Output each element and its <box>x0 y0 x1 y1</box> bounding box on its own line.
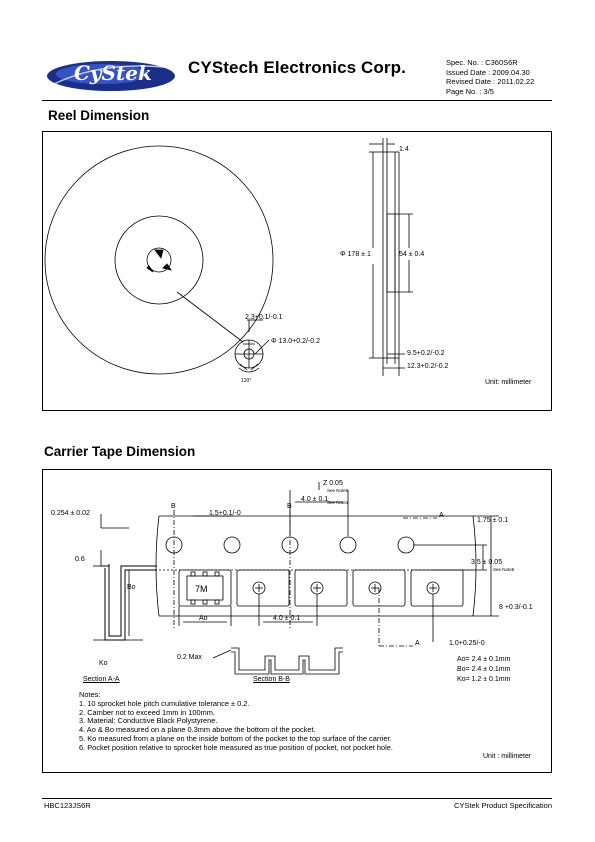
bo-value: Bo= 2.4 ± 0.1mm <box>457 666 511 673</box>
company-name: CYStech Electronics Corp. <box>188 58 406 77</box>
page-number: Page No. : 3/5 <box>446 86 494 96</box>
height-06-label: 0.6 <box>75 556 85 563</box>
note-item: 3. Material: Conductive Black Polystyren… <box>79 716 218 726</box>
section-a-top-marker: A <box>439 512 444 519</box>
note-item: 2. Camber not to exceed 1mm in 100mm. <box>79 707 215 717</box>
tape-thickness-label: 0.254 ± 0.02 <box>51 510 90 517</box>
ao-label: Ao <box>199 615 208 622</box>
tape-section-title: Carrier Tape Dimension <box>44 444 196 459</box>
part-marking: 7M <box>195 584 208 594</box>
sprocket-diameter-label: 1.5+0.1/-0 <box>209 510 241 517</box>
pocket-offset-label: 3.5 ± 0.05 <box>471 559 503 566</box>
reel-thickness-label: 1.4 <box>399 146 409 153</box>
note-item: 5. Ko measured from a plane on the insid… <box>79 733 392 743</box>
ao-value: Ao= 2.4 ± 0.1mm <box>457 656 511 663</box>
logo-text: CyStek <box>74 61 152 85</box>
pitch-p0-label: 4.0 ± 0.1 <box>301 496 329 503</box>
issued-date: Issued Date : 2009.04.30 <box>446 67 530 77</box>
tape-width-label: 8 +0.3/-0.1 <box>499 604 533 611</box>
note-item: 6. Pocket position relative to sprocket … <box>79 742 393 752</box>
z-note-label: See Note6 <box>327 488 349 493</box>
reel-drawing <box>44 138 413 376</box>
note-item: 1. 10 sprocket hole pitch cumulative tol… <box>79 698 250 708</box>
reel-diameter-label: Φ 178 ± 1 <box>340 251 371 258</box>
reel-section-title: Reel Dimension <box>48 108 150 123</box>
section-bb-label: Section B-B <box>253 676 290 683</box>
section-b-right-marker: B <box>287 503 292 510</box>
section-a-bottom-marker: A <box>415 640 420 647</box>
offset-note-label: See Note6 <box>493 567 515 572</box>
notes-heading: Notes: <box>79 690 101 699</box>
outer-width-label: 12.3+0.2/-0.2 <box>407 363 449 370</box>
notes-block: Notes: 1. 10 sprocket hole pitch cumulat… <box>79 690 393 753</box>
pitch-note-label: See Note1 <box>327 500 349 505</box>
inner-width-label: 9.5+0.2/-0.2 <box>407 350 445 357</box>
hub-diameter-label: 54 ± 0.4 <box>399 251 425 258</box>
pitch-p1-label: 4.0 ± 0.1 <box>273 615 301 622</box>
max-label: 0.2 Max <box>177 654 202 661</box>
pocket-hole-label: 1.0+0.25/-0 <box>449 640 485 647</box>
edge-distance-label: 1.75 ± 0.1 <box>477 517 509 524</box>
tape-drawing <box>93 482 499 675</box>
footer-spec-label: CYStek Product Specification <box>454 801 552 810</box>
bo-label: Bo <box>127 584 136 591</box>
ko-value: Ko= 1.2 ± 0.1mm <box>457 676 511 683</box>
tape-unit-label: Unit : millimeter <box>483 753 532 760</box>
z-label: Z 0.05 <box>323 480 343 487</box>
spec-number: Spec. No. : C360S6R <box>446 58 518 67</box>
section-aa-label: Section A-A <box>83 676 120 683</box>
footer-doc-code: HBC123JS6R <box>44 801 91 810</box>
slot-width-label: 2.3+0.1/-0.1 <box>245 314 283 321</box>
header-rule <box>42 100 552 101</box>
center-hole-label: Φ 13.0+0.2/-0.2 <box>271 338 320 345</box>
ko-label: Ko <box>99 660 108 667</box>
revised-date: Revised Date : 2011.02.22 <box>446 77 535 87</box>
reel-unit-label: Unit: millimeter <box>485 379 532 386</box>
company-logo: CyStek <box>44 54 179 94</box>
spec-block: Spec. No. : C360S6R Issued Date : 2009.0… <box>446 58 534 96</box>
angle-label: 120° <box>241 378 252 384</box>
section-b-left-marker: B <box>171 503 176 510</box>
tape-drawing-frame: 0.254 ± 0.02 Z 0.05 See Note6 4.0 ± 0.1 … <box>42 469 552 773</box>
note-item: 4. Ao & Bo measured on a plane 0.3mm abo… <box>79 725 316 735</box>
logo-graphic <box>47 61 175 91</box>
footer-rule <box>42 798 552 799</box>
reel-drawing-frame: 1.4 Φ 178 ± 1 54 ± 0.4 2.3+0.1/-0.1 Φ 13… <box>42 131 552 411</box>
